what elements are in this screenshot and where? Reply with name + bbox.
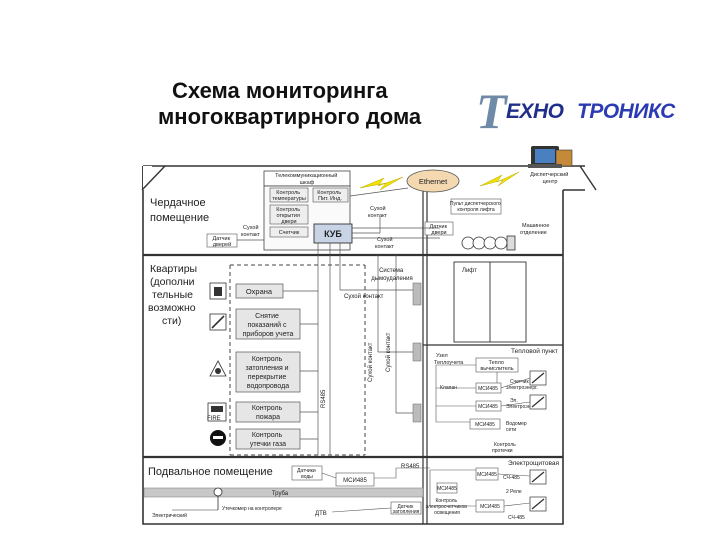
svg-text:FIRE: FIRE (207, 416, 221, 422)
dry-contact-attic: Сухой контакт (368, 205, 388, 219)
pipe (143, 487, 424, 498)
ethernet-cloud (406, 169, 460, 193)
dry-contact-vertical-1: Сухой контакт (367, 342, 374, 382)
dry-contact-left: Сухой контакт (241, 224, 261, 238)
dry-contact-mid: Сухой контакт (375, 236, 395, 250)
company-logo: Т ЕХНО ТРОНИКС (476, 83, 682, 139)
svg-text:Тепло вычислитель: Тепло вычислитель (480, 360, 513, 372)
svg-text:Датчик двери: Датчик двери (429, 224, 448, 236)
wireless-bolt-right (479, 171, 520, 187)
svg-text:Контроль температуры: Контроль температуры (272, 190, 306, 202)
telecom-cabinet-label: Телекоммуникационный шкаф (275, 172, 339, 186)
riser-valve-1 (412, 342, 422, 362)
svg-text:RS485: RS485 (401, 464, 420, 470)
svg-text:Ethernet: Ethernet (419, 177, 448, 186)
riser-lines (237, 187, 440, 455)
svg-text:Электрический: Электрический (152, 512, 187, 519)
svg-text:МСИ485: МСИ485 (478, 404, 498, 410)
apartment-ohrana-row: Охрана (209, 282, 318, 300)
svg-text:МСИ485: МСИ485 (480, 504, 500, 510)
svg-text:Узел Теплоучета: Узел Теплоучета (434, 353, 464, 366)
lift-door-sensor (424, 221, 454, 236)
svg-text:СЧ-485: СЧ-485 (503, 475, 520, 481)
zone-heatpoint-label: Тепловой пункт (511, 347, 558, 355)
svg-text:МСИ485: МСИ485 (343, 478, 367, 484)
svg-text:Контроль открытия двер: Контроль открытия двери (276, 207, 301, 225)
svg-text:Контроль затопления и: Контроль затопления и перекрытие водопро… (245, 356, 290, 390)
smoke-valve (412, 282, 422, 306)
diagram-title-line2: многоквартирного дома (158, 104, 422, 129)
svg-text:Труба: Труба (272, 491, 289, 497)
svg-text:МСИ485: МСИ485 (475, 422, 495, 428)
apartment-fire-row: FIRE Контроль пожара (207, 401, 318, 423)
meter-box (269, 226, 309, 238)
basement-section: Датчики воды МСИ485 Труба Электрический … (143, 465, 430, 519)
inner-walls (422, 190, 563, 524)
svg-text:Охрана: Охрана (246, 287, 273, 296)
lift-winch-icon (461, 235, 516, 251)
temp-control-box (269, 187, 309, 203)
logo-text-part2: ТРОНИКС (577, 100, 675, 123)
svg-text:Контроль пожара: Контроль пожара (252, 405, 284, 421)
roof (143, 166, 152, 190)
machine-room-label: Машинное отделение (520, 223, 551, 236)
svg-text:МСИ485: МСИ485 (437, 486, 457, 492)
svg-text:Контроль электросчетчико: Контроль электросчетчиков освещения (426, 498, 469, 516)
svg-text:Контроль Пит. Инд.: Контроль Пит. Инд. (317, 190, 342, 202)
attic-door-sensor (206, 233, 238, 248)
heat-point-section: Узел Теплоучета Тепло вычислитель МСИ485… (434, 353, 547, 454)
svg-text:ДТВ: ДТВ (315, 511, 327, 517)
svg-text:Датчик дверей: Датчик дверей (212, 236, 231, 248)
dispatch-label: Диспетчерский центр (530, 171, 570, 185)
floor-lines (143, 253, 563, 459)
svg-text:Датчик затопления: Датчик затопления (393, 504, 420, 515)
svg-text:Утечкомер на контролере: Утечкомер на контролере (222, 506, 282, 512)
door-control-box (269, 204, 309, 225)
kub-controller (313, 223, 353, 244)
zone-attic-label: Чердачное помещение (150, 197, 209, 224)
wireless-bolt-left (359, 176, 404, 191)
svg-text:Контроль утечки газа: Контроль утечки газа (250, 432, 286, 448)
apartment-meters-row: Снятие показаний с приборов учета (209, 308, 318, 340)
riser-valve-2 (412, 403, 422, 423)
zone-electro-label: Электрощитовая (508, 460, 559, 467)
apartment-gas-row: Контроль утечки газа (210, 428, 318, 450)
svg-text:Пульт диспетчерского контр: Пульт диспетчерского контроля лифта (450, 201, 502, 213)
smoke-system-label: Система дымоудаления (371, 268, 413, 282)
dispatch-computer-icon (528, 146, 573, 168)
lift-console-box (450, 198, 502, 215)
svg-text:МСИ485: МСИ485 (477, 472, 497, 478)
dry-contact-smoke: Сухой контакт (344, 293, 384, 300)
svg-text:Лифт: Лифт (462, 268, 477, 274)
svg-text:КУБ: КУБ (324, 229, 342, 239)
diagram-title-line1: Схема мониторинга (172, 78, 388, 103)
logo-text-part1: ЕХНО (506, 100, 564, 123)
zone-apartments-label: Квартиры (дополни тельные возможно сти) (148, 263, 200, 327)
svg-text:Счетчик: Счетчик (279, 230, 300, 236)
svg-text:Счетчик электроэнерг.: Счетчик электроэнерг. Эл. Электроэнерг. … (492, 379, 540, 454)
power-control-box (312, 187, 349, 203)
logo-mark: Т (476, 83, 507, 139)
svg-text:2 Реле: 2 Реле (506, 489, 522, 495)
electro-section: МСИ485 МСИ485 СЧ-485 2 Реле СЧ-485 RS485… (401, 464, 547, 521)
zone-basement-label: Подвальное помещение (148, 466, 273, 478)
svg-text:Снятие показаний с: Снятие показаний с приборов учета (243, 313, 294, 338)
svg-text:Датчики воды: Датчики воды (297, 468, 317, 480)
apartment-water-row: Контроль затопления и перекрытие водопро… (209, 351, 318, 393)
svg-text:МСИ485: МСИ485 (478, 386, 498, 392)
svg-text:СЧ-485: СЧ-485 (508, 515, 525, 521)
rs485-vertical: RS485 (321, 389, 327, 408)
